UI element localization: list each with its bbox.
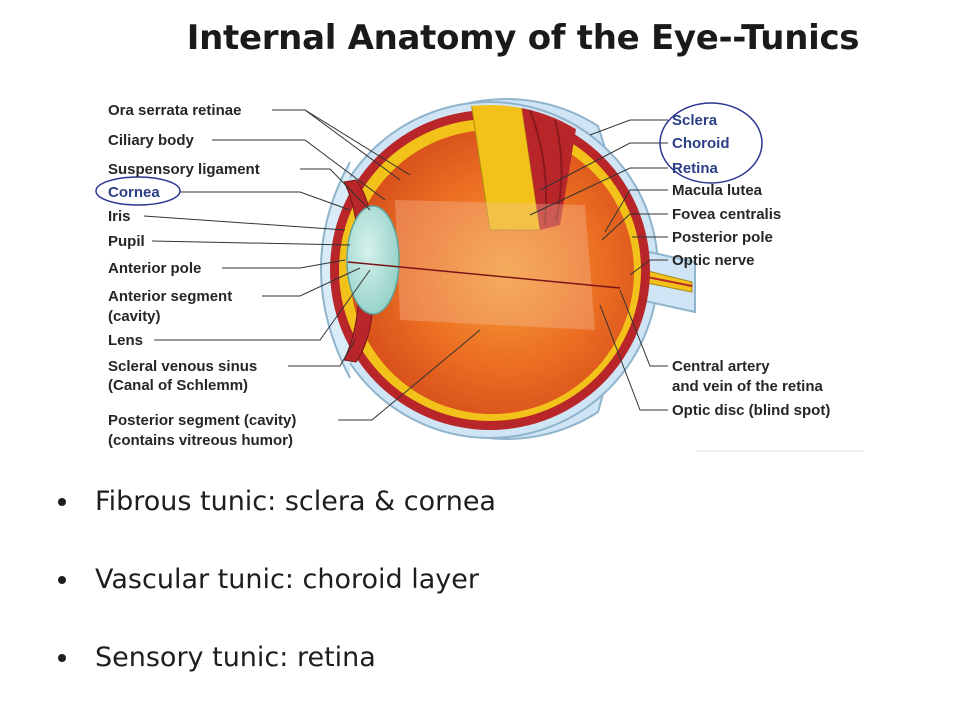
label-sclera: Sclera [672, 112, 718, 129]
label-fovea-centralis: Fovea centralis [672, 206, 781, 223]
vitreous-highlight [395, 200, 595, 330]
label-posterior-segment: Posterior segment (cavity) [108, 412, 296, 429]
label-cornea: Cornea [108, 184, 160, 201]
label-retina: Retina [672, 160, 719, 177]
label-optic-nerve: Optic nerve [672, 252, 755, 269]
eye-diagram-svg: Ora serrata retinae Ciliary body Suspens… [95, 98, 864, 452]
label-central-artery: Central artery [672, 358, 770, 375]
label-ora-serrata: Ora serrata retinae [108, 102, 241, 119]
label-canal-of-schlemm: (Canal of Schlemm) [108, 377, 248, 394]
right-leader-lines [529, 119, 668, 411]
label-pupil: Pupil [108, 233, 145, 250]
bullet-item: Sensory tunic: retina [58, 634, 918, 712]
lens-shape [346, 205, 400, 315]
bullet-dot-icon [58, 498, 66, 506]
slide-title: Internal Anatomy of the Eye--Tunics [186, 18, 860, 58]
label-scleral-venous-sinus: Scleral venous sinus [108, 358, 257, 375]
label-lens: Lens [108, 332, 143, 349]
bullet-text: Sensory tunic: retina [95, 642, 376, 673]
label-iris: Iris [108, 208, 131, 225]
label-vein-of-retina: and vein of the retina [672, 378, 824, 395]
label-macula-lutea: Macula lutea [672, 182, 763, 199]
label-posterior-pole: Posterior pole [672, 229, 773, 246]
optic-axis [347, 261, 621, 289]
label-suspensory-ligament: Suspensory ligament [108, 161, 260, 178]
bullet-dot-icon [58, 576, 66, 584]
bullet-dot-icon [58, 654, 66, 662]
cutaway-wedge [469, 105, 580, 231]
eye-diagram: Ora serrata retinae Ciliary body Suspens… [95, 98, 864, 452]
bullet-text: Fibrous tunic: sclera & cornea [95, 486, 496, 517]
bullet-list: Fibrous tunic: sclera & cornea Vascular … [58, 478, 918, 712]
cornea-highlight-oval [95, 176, 181, 206]
bullet-item: Vascular tunic: choroid layer [58, 556, 918, 634]
label-vitreous-humor: (contains vitreous humor) [108, 432, 293, 449]
label-anterior-segment: Anterior segment [108, 288, 232, 305]
tunic-highlight-oval [659, 102, 763, 184]
label-anterior-segment-cavity: (cavity) [108, 308, 161, 325]
label-ciliary-body: Ciliary body [108, 132, 195, 149]
label-anterior-pole: Anterior pole [108, 260, 201, 277]
bullet-text: Vascular tunic: choroid layer [95, 564, 479, 595]
bullet-item: Fibrous tunic: sclera & cornea [58, 478, 918, 556]
label-optic-disc: Optic disc (blind spot) [672, 402, 830, 419]
label-choroid: Choroid [672, 135, 730, 152]
left-leader-lines [143, 109, 481, 421]
